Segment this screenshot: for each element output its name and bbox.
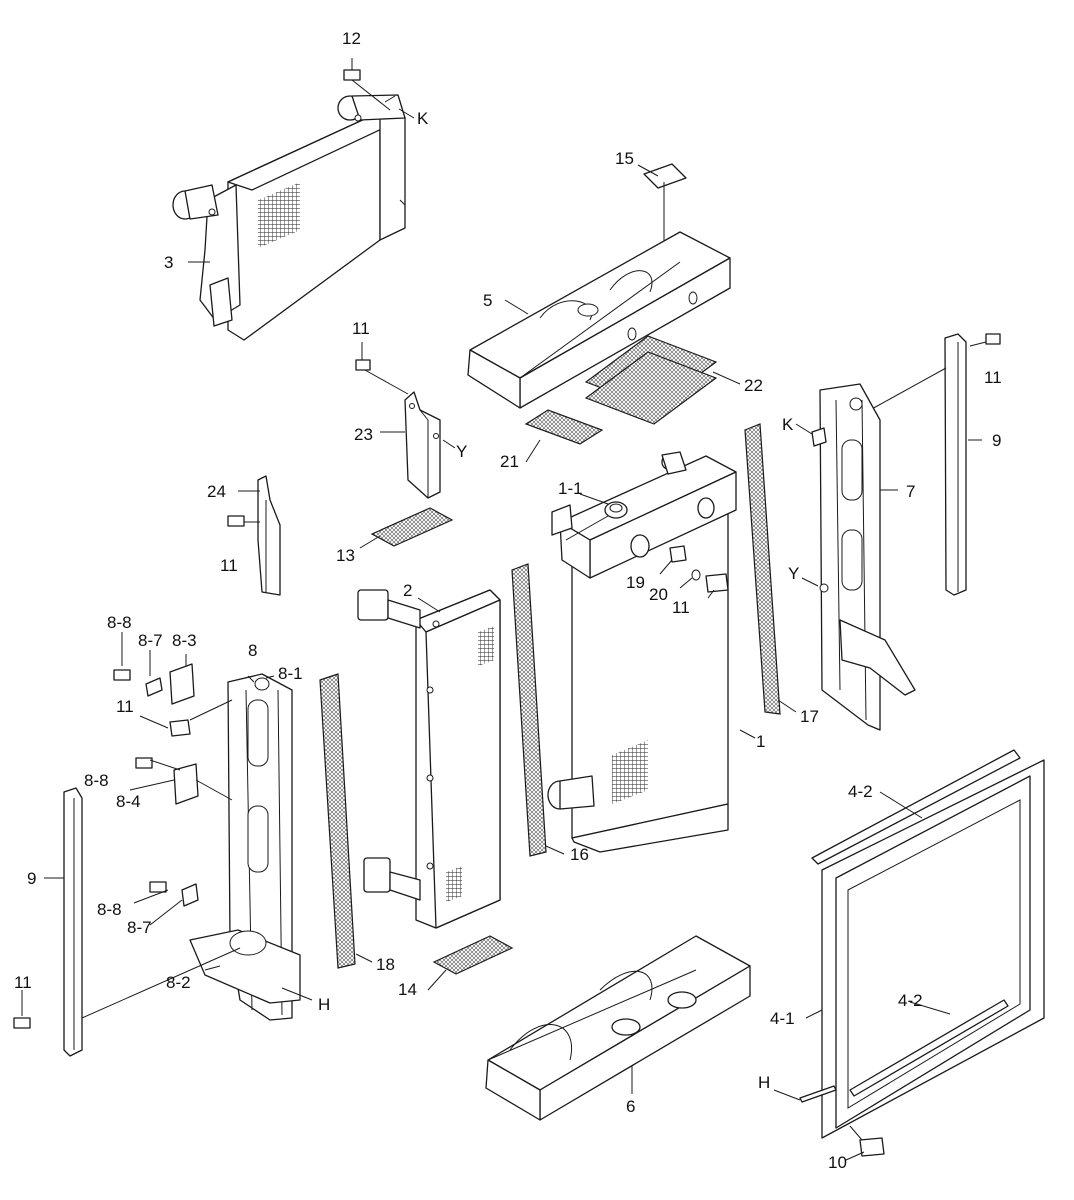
side-plate-part-7 bbox=[819, 383, 916, 731]
side-plate-part-8 bbox=[189, 673, 301, 1021]
label-8-8-c: 8-8 bbox=[97, 900, 122, 919]
bolt-8-8-a bbox=[113, 669, 131, 681]
label-11-at-24: 11 bbox=[220, 556, 238, 575]
bar-part-9-right bbox=[944, 333, 967, 596]
frame-part-4-1 bbox=[811, 749, 1045, 1139]
bar-part-9-left bbox=[63, 787, 83, 1057]
intercooler-part-3 bbox=[172, 94, 406, 341]
label-20: 20 bbox=[649, 585, 668, 604]
clip-8-7-lower bbox=[181, 883, 199, 907]
part-labels: 12 K 3 15 5 11 23 Y 22 21 11 9 K 7 1-1 2… bbox=[14, 29, 1002, 1172]
label-11-right: 11 bbox=[984, 368, 1002, 387]
label-h-right: H bbox=[758, 1073, 770, 1092]
oil-cooler-part-2 bbox=[357, 589, 501, 929]
bracket-8-3 bbox=[169, 663, 195, 705]
bolt-12-icon bbox=[343, 69, 361, 81]
label-16: 16 bbox=[570, 845, 589, 864]
clip-y-right bbox=[819, 583, 829, 593]
label-10: 10 bbox=[828, 1153, 847, 1172]
label-4-1: 4-1 bbox=[770, 1009, 795, 1028]
bolt-11-icon-b bbox=[227, 515, 245, 527]
label-3: 3 bbox=[164, 253, 173, 272]
fitting-19 bbox=[669, 545, 687, 563]
label-12: 12 bbox=[342, 29, 361, 48]
upper-shroud-part-5 bbox=[467, 231, 731, 409]
label-17: 17 bbox=[800, 707, 819, 726]
label-22: 22 bbox=[744, 376, 763, 395]
label-6: 6 bbox=[626, 1097, 635, 1116]
label-h-left: H bbox=[318, 995, 330, 1014]
label-y-23: Y bbox=[456, 442, 467, 461]
bracket-part-24 bbox=[257, 475, 281, 596]
mesh-13 bbox=[370, 507, 454, 547]
label-4-2-b: 4-2 bbox=[898, 991, 923, 1010]
mesh-18 bbox=[319, 673, 356, 969]
label-8-7-b: 8-7 bbox=[127, 918, 152, 937]
label-1: 1 bbox=[756, 732, 765, 751]
mesh-22-lower bbox=[584, 351, 718, 425]
label-8-3: 8-3 bbox=[172, 631, 197, 650]
label-9-left: 9 bbox=[27, 869, 36, 888]
mesh-21 bbox=[524, 409, 604, 445]
label-1-1: 1-1 bbox=[558, 479, 583, 498]
label-k-top: K bbox=[417, 109, 429, 128]
label-9-right: 9 bbox=[992, 431, 1001, 450]
label-7: 7 bbox=[906, 482, 915, 501]
bolt-11-icon-f bbox=[13, 1017, 31, 1029]
label-y-right: Y bbox=[788, 564, 799, 583]
label-11-left: 11 bbox=[116, 697, 134, 716]
clip-8-7-upper bbox=[145, 677, 163, 697]
label-23: 23 bbox=[354, 425, 373, 444]
label-19: 19 bbox=[626, 573, 645, 592]
label-5: 5 bbox=[483, 291, 492, 310]
label-8-7-a: 8-7 bbox=[138, 631, 163, 650]
bolt-11-icon-d bbox=[705, 573, 729, 593]
label-14: 14 bbox=[398, 980, 417, 999]
clip-k-right bbox=[811, 427, 827, 447]
label-13: 13 bbox=[336, 546, 355, 565]
label-15: 15 bbox=[615, 149, 634, 168]
bolt-8-8-b bbox=[135, 757, 153, 769]
bolt-8-8-c bbox=[149, 881, 167, 893]
mesh-16 bbox=[511, 563, 547, 857]
label-11-bottom: 11 bbox=[14, 973, 32, 992]
label-21: 21 bbox=[500, 452, 519, 471]
label-2: 2 bbox=[403, 581, 412, 600]
label-8: 8 bbox=[248, 641, 257, 660]
mesh-14 bbox=[432, 935, 514, 975]
label-18: 18 bbox=[376, 955, 395, 974]
label-plate-15 bbox=[643, 163, 687, 189]
label-8-2: 8-2 bbox=[166, 973, 191, 992]
mesh-17 bbox=[744, 423, 781, 715]
bracket-8-4 bbox=[173, 763, 199, 805]
label-8-8-b: 8-8 bbox=[84, 771, 109, 790]
label-8-4: 8-4 bbox=[116, 792, 141, 811]
label-8-1: 8-1 bbox=[278, 664, 303, 683]
label-11-at-23: 11 bbox=[352, 319, 370, 338]
washer-20 bbox=[691, 569, 701, 581]
lower-shroud-part-6 bbox=[485, 935, 751, 1121]
bolt-11-icon-a bbox=[355, 359, 371, 371]
bracket-part-23 bbox=[404, 391, 441, 499]
bolt-11-icon-c bbox=[985, 333, 1001, 345]
bolt-11-icon-e bbox=[169, 719, 191, 737]
label-4-2-a: 4-2 bbox=[848, 782, 873, 801]
bolt-10-icon bbox=[859, 1137, 885, 1157]
radiator-part-1 bbox=[547, 451, 737, 853]
label-k-right: K bbox=[782, 415, 794, 434]
label-8-8-a: 8-8 bbox=[107, 613, 132, 632]
pin-h-right bbox=[799, 1085, 837, 1103]
label-24: 24 bbox=[207, 482, 226, 501]
label-11-center: 11 bbox=[672, 598, 690, 617]
